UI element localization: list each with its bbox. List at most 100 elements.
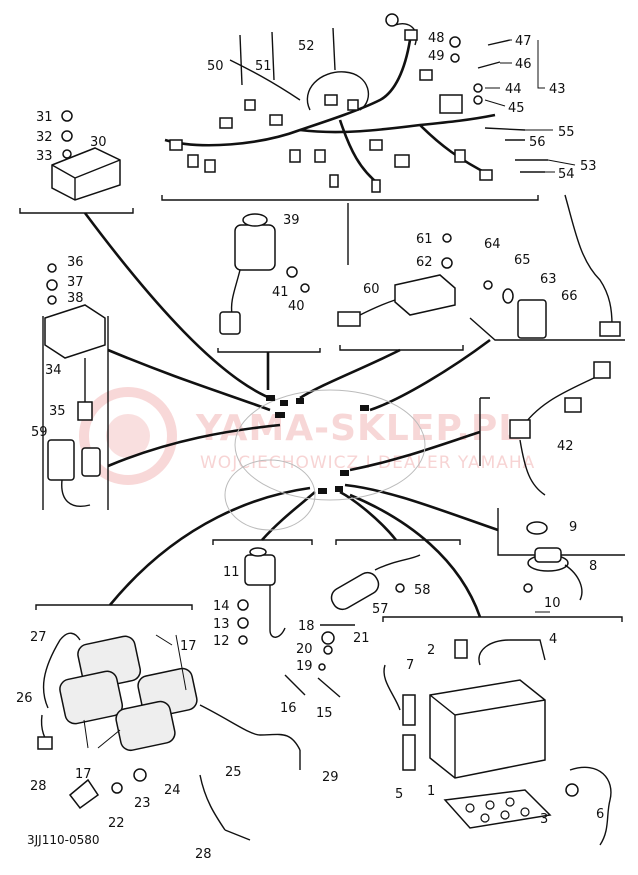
callout-8: 8 (589, 559, 597, 574)
bracket-main-switch (217, 348, 321, 353)
harness-trunk (164, 39, 412, 147)
callout-16: 16 (280, 701, 297, 716)
callout-23: 23 (134, 796, 151, 811)
leader-lines (83, 39, 576, 749)
washer-21 (321, 631, 335, 645)
bracket-wire-harness (161, 195, 539, 201)
washer-14 (237, 599, 249, 611)
terminal-45 (473, 95, 483, 105)
callout-labels: 1 2 3 4 5 6 7 8 9 10 11 12 13 14 15 16 1… (16, 31, 604, 862)
connector (269, 114, 283, 126)
washer-41 (286, 266, 298, 278)
lead-24 (199, 774, 226, 831)
washer-13 (237, 617, 249, 629)
fuse-block-wire (61, 479, 91, 507)
callout-1: 1 (427, 784, 435, 799)
bolt-48 (449, 36, 461, 48)
callout-52: 52 (298, 39, 315, 54)
line-relay (299, 348, 401, 400)
horn-wire (564, 564, 583, 601)
callout-19: 19 (296, 659, 313, 674)
battery-tray-3 (443, 789, 552, 829)
line-sensor (349, 430, 481, 472)
washer-49 (450, 53, 460, 63)
connector (244, 99, 256, 111)
screw-19 (318, 663, 326, 671)
callout-25: 25 (225, 765, 242, 780)
callout-4: 4 (549, 632, 557, 647)
connector (439, 94, 463, 114)
line-starter (339, 490, 398, 541)
mount-point (340, 470, 349, 476)
band-4 (478, 639, 546, 666)
callout-62: 62 (416, 255, 433, 270)
callout-42: 42 (557, 439, 574, 454)
callout-56: 56 (529, 135, 546, 150)
pad-5b (402, 734, 416, 771)
harness-connectors (169, 13, 493, 193)
rectifier-30 (51, 110, 121, 201)
callout-22: 22 (108, 816, 125, 831)
callout-35: 35 (49, 404, 66, 419)
connector (324, 94, 338, 106)
harness-branch-right (299, 113, 496, 134)
battery-group (383, 639, 612, 846)
connector (187, 154, 199, 168)
coil-lower (115, 700, 176, 752)
callout-13: 13 (213, 617, 230, 632)
bolt-51 (271, 31, 275, 81)
bolt-2 (454, 639, 468, 659)
grommet-9 (526, 521, 548, 535)
line-flasher (369, 338, 491, 412)
wire-harness (164, 13, 548, 193)
washer-62 (441, 257, 453, 269)
switch-top (242, 213, 268, 227)
callout-60: 60 (363, 282, 380, 297)
leader-17 (155, 634, 187, 691)
battery-edges (429, 694, 546, 778)
tray-hole (500, 810, 510, 820)
callout-34: 34 (45, 363, 62, 378)
fuse-block-body (47, 439, 75, 481)
connector (369, 139, 383, 151)
callout-41: 41 (272, 285, 289, 300)
label-plate (68, 778, 100, 810)
connector (289, 149, 301, 163)
washer-32 (61, 130, 73, 142)
connector (347, 99, 359, 111)
tray-hole (505, 797, 515, 807)
neutral-switch-body (244, 554, 276, 586)
terminal-47 (487, 39, 511, 46)
callout-44: 44 (505, 82, 522, 97)
callout-47: 47 (515, 34, 532, 49)
callout-43: 43 (549, 82, 566, 97)
neutral-switch-11 (237, 547, 286, 645)
relay-connector (337, 311, 361, 327)
switch-body (234, 224, 276, 271)
terminal-44 (473, 83, 483, 93)
watermark: YAMA-SKLEP.PL WOJCIECHOWICZ I DEALER YAM… (79, 387, 534, 485)
callout-36: 36 (67, 255, 84, 270)
callout-10: 10 (544, 596, 561, 611)
callout-20: 20 (296, 642, 313, 657)
terminal-cap (565, 783, 579, 797)
starter-57 (330, 554, 421, 611)
pad-5a (402, 694, 416, 726)
callout-21: 21 (353, 631, 370, 646)
connector (204, 159, 216, 173)
horn-8 (523, 521, 583, 601)
bolt-36 (47, 263, 57, 273)
switch-connector (219, 311, 241, 335)
starter-body (330, 571, 380, 611)
callout-9: 9 (569, 520, 577, 535)
mount-point (360, 405, 369, 411)
callout-61: 61 (416, 232, 433, 247)
callout-12: 12 (213, 634, 230, 649)
connector (454, 149, 466, 163)
sensor-plug (564, 397, 582, 413)
fuse-35 (77, 401, 93, 421)
bracket-relay (339, 345, 464, 351)
terminal-46 (477, 61, 501, 69)
neutral-switch-wire (269, 585, 286, 638)
